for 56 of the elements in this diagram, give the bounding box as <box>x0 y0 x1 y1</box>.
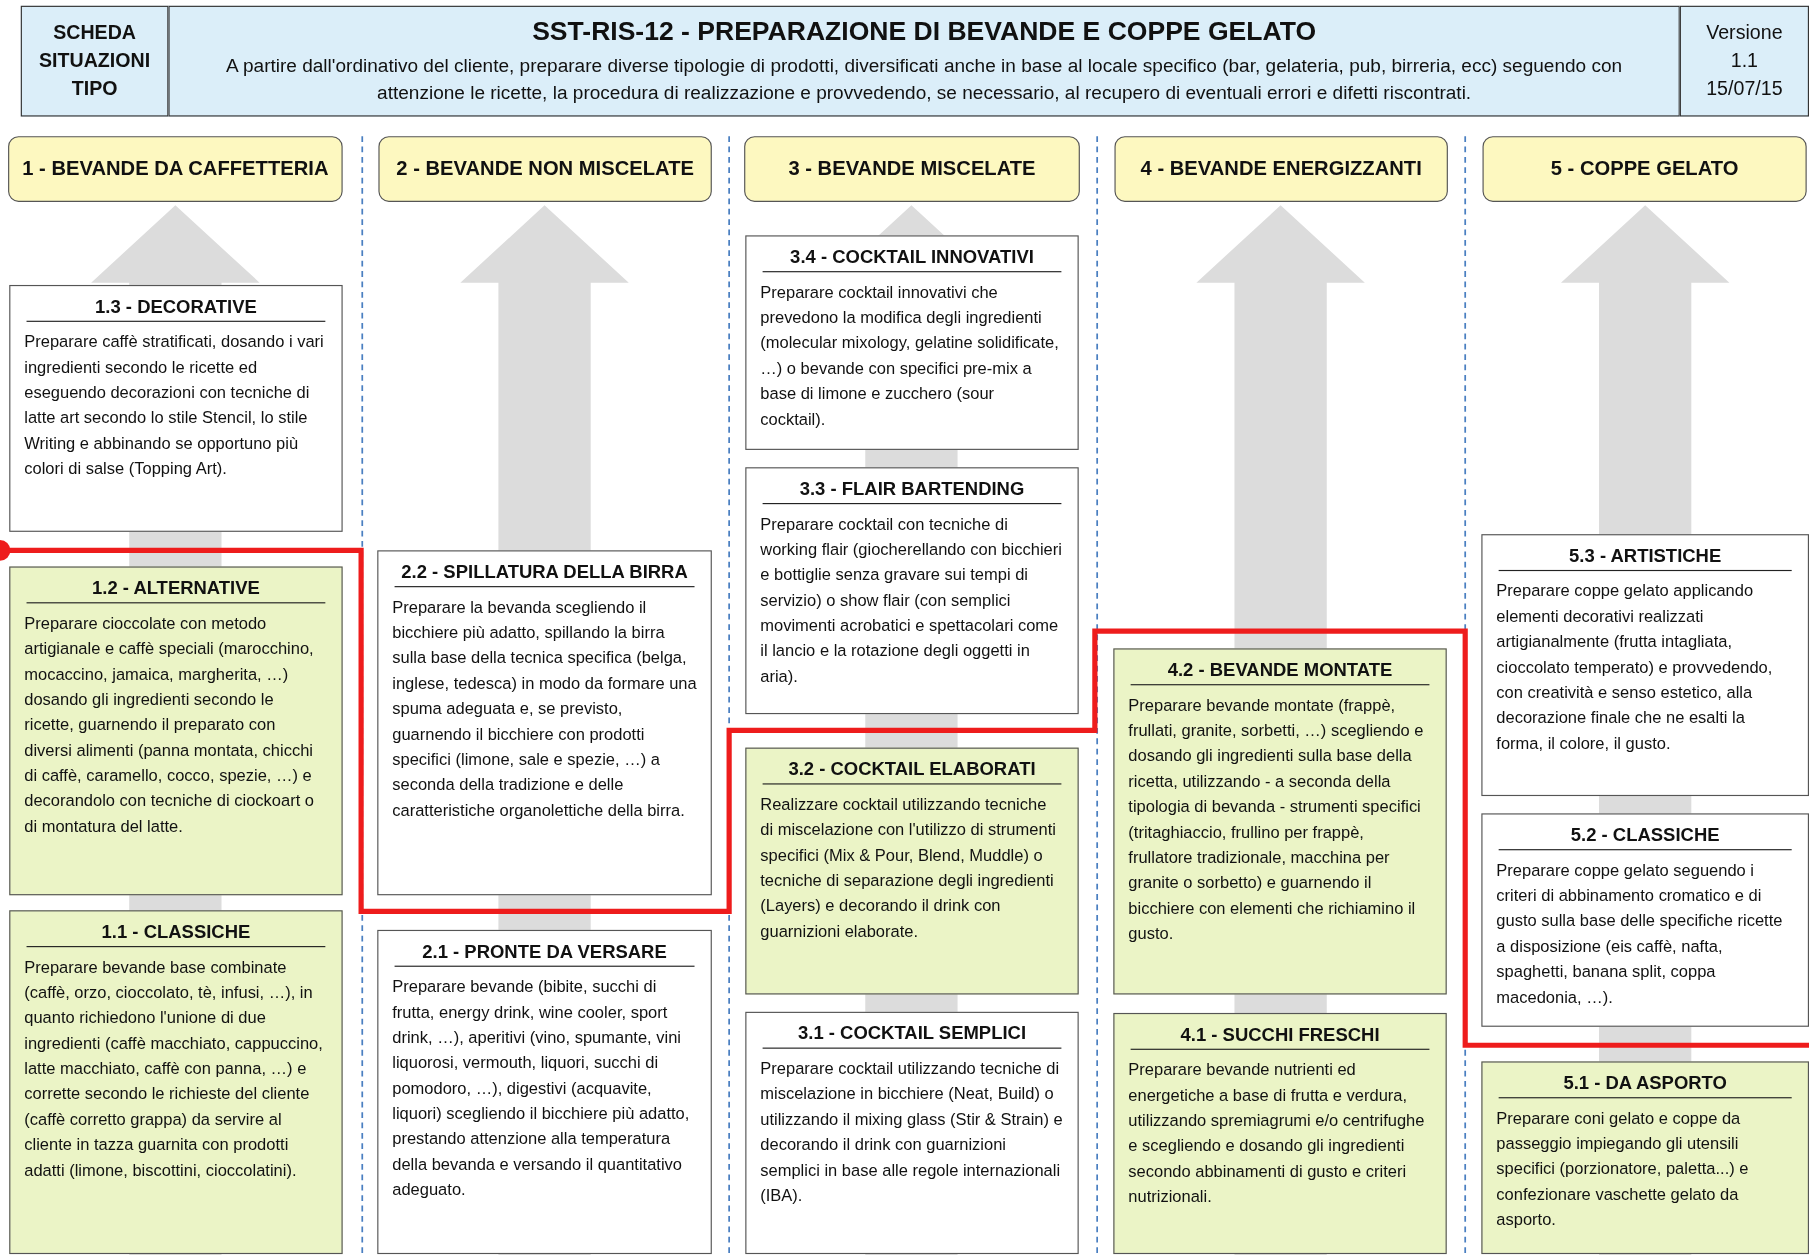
card-description: Preparare coni gelato e coppe da passeggio impiegando gli utensili specifici (porzionatore, paletta...) e confezionare vaschette gelato da asporto. <box>1496 1107 1750 1231</box>
card-heading: 4.1 - SUCCHI FRESCHI <box>1130 1024 1430 1050</box>
card-heading: 5.3 - ARTISTICHE <box>1498 545 1792 572</box>
card-description: Preparare bevande montate (frappè, frullati, granite, sorbetti, …) scegliendo e dosando gli ingredienti sulla base della ricetta, utilizzando - a seconda della tipologia di bevanda - strumenti specifici (tritaghiaccio, frullino per frappè, frullatore tradizionale, macchina per granite o sorbetto) e guarnendo il bicchiere con elementi che richiamino il gusto. <box>1128 694 1425 945</box>
task-card <box>1481 1061 1809 1255</box>
card-heading: 2.2 - SPILLATURA DELLA BIRRA <box>394 561 695 588</box>
card-description: Preparare bevande (bibite, succhi di frutta, energy drink, wine cooler, sport drink, …), aperitivi (vino, spumante, vini liquorosi, vermouth, liquori, succhi di pomodoro, …), digestivi (acquavite, liquori) scegliendo il bicchiere più adatto, prestando attenzione alla temperatura della bevanda e versando il quantitativo adeguato. <box>392 976 691 1201</box>
header-panel <box>1679 5 1809 117</box>
card-heading: 3.4 - COCKTAIL INNOVATIVI <box>762 246 1062 273</box>
card-description: Preparare cocktail innovativi che prevedono la modifica degli ingredienti (molecular mixology, gelatine solidificate, …) o bevande con specifici pre-mix a base di limone e zucchero (sour cocktail). <box>760 281 1060 430</box>
task-card <box>745 747 1079 995</box>
category-header: 2 - BEVANDE NON MISCELATE <box>378 136 712 202</box>
category-header: 5 - COPPE GELATO <box>1482 136 1807 202</box>
card-description: Preparare bevande nutrienti ed energetiche a base di frutta e verdura, utilizzando spremiagrumi e/o centrifughe e scegliendo e dosando gli ingredienti secondo abbinamenti di gusto e criteri nutrizionali. <box>1128 1059 1426 1208</box>
card-heading: 1.2 - ALTERNATIVE <box>26 578 326 604</box>
task-card <box>9 566 343 896</box>
task-card <box>1481 813 1809 1027</box>
task-card <box>745 1011 1079 1255</box>
card-heading: 3.1 - COCKTAIL SEMPLICI <box>762 1023 1062 1049</box>
card-description: Preparare coppe gelato seguendo i criteri di abbinamento cromatico e di gusto sulla base delle specifiche ricette a disposizione (eis caffè, nafta, spaghetti, banana split, coppa macedonia, …). <box>1496 859 1784 1009</box>
task-card <box>9 284 343 532</box>
date-text: 15/07/15 <box>1706 76 1783 102</box>
card-description: Preparare bevande base combinate (caffè, orzo, cioccolato, tè, infusi, …), in quanto richiedono l'unione di due ingredienti (caffè macchiato, cappuccino, latte macchiato, caffè con panna, …) e corrette secondo le richieste del cliente (caffè corretto grappa) da servire al cliente in tazza guarnita con prodotti adatti (limone, biscottini, cioccolatini). <box>24 956 324 1182</box>
card-description: Preparare cioccolate con metodo artigianale e caffè speciali (marocchino, mocaccino, jamaica, margherita, …) dosando gli ingredienti secondo le ricette, guarnendo il preparato con diversi alimenti (panna montata, chicchi di caffè, caramello, cocco, spezie, …) e decorandolo con tecniche di ciockoart o di montatura del latte. <box>24 612 315 838</box>
card-heading: 2.1 - PRONTE DA VERSARE <box>394 941 695 967</box>
card-heading: 5.2 - CLASSICHE <box>1498 824 1792 851</box>
category-header: 3 - BEVANDE MISCELATE <box>744 136 1080 202</box>
task-card <box>377 929 712 1255</box>
task-card <box>745 467 1079 715</box>
task-card <box>9 910 343 1255</box>
header-panel <box>168 5 1680 117</box>
card-heading: 4.2 - BEVANDE MONTATE <box>1130 659 1430 686</box>
header-panel <box>20 5 169 117</box>
task-card <box>1113 1012 1447 1255</box>
card-heading: 1.1 - CLASSICHE <box>26 921 326 948</box>
category-header: 4 - BEVANDE ENERGIZZANTI <box>1114 136 1448 202</box>
task-card <box>1113 648 1447 995</box>
task-card <box>377 550 712 896</box>
card-heading: 5.1 - DA ASPORTO <box>1498 1072 1792 1099</box>
version-number: 1.1 <box>1730 48 1758 74</box>
card-heading: 3.3 - FLAIR BARTENDING <box>762 478 1062 505</box>
card-description: Preparare cocktail con tecniche di working flair (giocherellando con bicchieri e bottiglie senza gravare sui tempi di servizio) o show flair (con semplici movimenti acrobatici e spettacolari come il lancio e la rotazione degli oggetti in aria). <box>760 513 1063 688</box>
card-description: Preparare la bevanda scegliendo il bicchiere più adatto, spillando la birra sulla base della tecnica specifica (belga, inglese, tedesca) in modo da formare una spuma adeguata e, se previsto, guarnendo il bicchiere con prodotti specifici (limone, sale e spezie, …) a seconda della tradizione e delle caratteristiche organolettiche della birra. <box>392 596 697 822</box>
version-label: Versione <box>1706 20 1783 46</box>
card-description: Realizzare cocktail utilizzando tecniche di miscelazione con l'utilizzo di strumenti specifici (Mix & Pour, Blend, Muddle) o tecniche di separazione degli ingredienti (Layers) e decorando il drink con guarnizioni elaborate. <box>760 793 1057 943</box>
title-text: SST-RIS-12 - PREPARAZIONE DI BEVANDE E COPPE GELATO <box>532 16 1317 48</box>
category-header: 1 - BEVANDE DA CAFFETTERIA <box>8 136 343 202</box>
card-heading: 3.2 - COCKTAIL ELABORATI <box>762 759 1062 785</box>
task-card <box>745 235 1079 450</box>
card-description: Preparare coppe gelato applicando elementi decorativi realizzati artigianalmente (frutta intagliata, cioccolato temperato) e provvedendo, con creatività e senso estetico, alla decorazione finale che ne esalti la forma, il colore, il gusto. <box>1496 580 1774 755</box>
description-text: A partire dall'ordinativo del cliente, preparare diverse tipologie di prodotti, diversificati anche in base al locale specifico (bar, gelateria, pub, birreria, ecc) seguendo con attenzione le ricette, la procedura di realizzazione e provvedendo, se necessario, al recupero di eventuali errori e difetti riscontrati. <box>225 53 1624 105</box>
card-description: Preparare caffè stratificati, dosando i vari ingredienti secondo le ricette ed eseguendo decorazioni con tecniche di latte art secondo lo stile Stencil, lo stile Writing e abbinando se opportuno più colori di salse (Topping Art). <box>24 331 325 480</box>
card-description: Preparare cocktail utilizzando tecniche di miscelazione in bicchiere (Neat, Build) o utilizzando il mixing glass (Stir & Strain) e decorando il drink con guarnizioni semplici in base alle regole internazionali (IBA). <box>760 1058 1064 1207</box>
task-card <box>1481 534 1809 797</box>
card-heading: 1.3 - DECORATIVE <box>26 296 326 322</box>
heading-text: SCHEDA SITUAZIONI TIPO <box>38 20 152 102</box>
